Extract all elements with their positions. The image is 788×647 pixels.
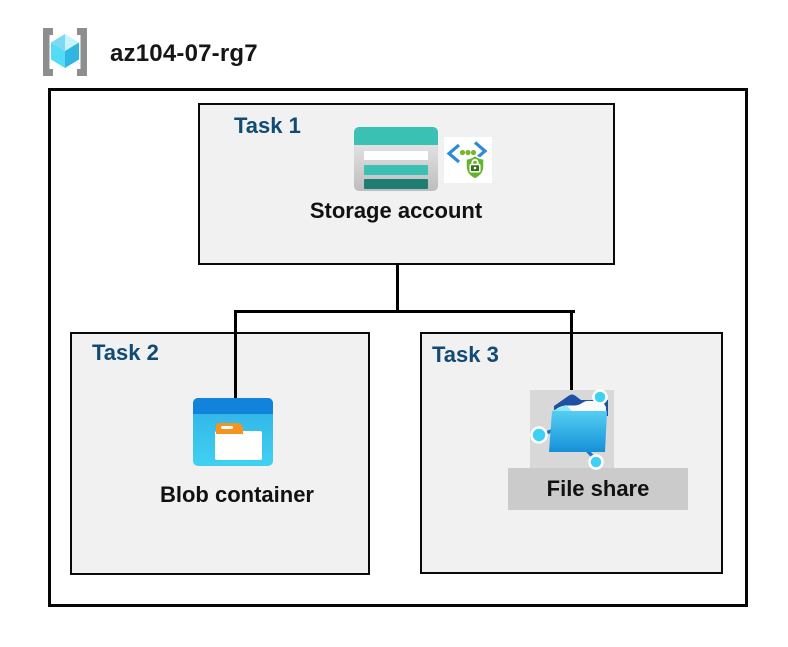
task1-label: Task 1 [234,113,301,138]
code-bracket-left [446,143,461,164]
network-dot-bottom [588,454,604,470]
network-dot-top [592,389,608,405]
storage-account-label: Storage account [309,198,483,223]
lock-shackle [471,158,479,165]
blob-container-label: Blob container [159,482,314,507]
file-share-label: File share [546,476,650,501]
connector-horizontal [234,310,575,313]
blob-container-icon [193,398,273,466]
storage-icon-row-teal [364,165,428,175]
blob-icon-folder-tab [216,423,243,434]
folder-front [549,411,607,452]
task3-label: Task 3 [432,342,499,367]
storage-icon-row-white [364,151,428,160]
resource-group-name: az104-07-rg7 [110,40,258,67]
task2-label: Task 2 [92,340,159,365]
storage-icon-top-band [354,127,438,145]
bracket-right [77,28,87,76]
resource-group-icon [43,28,87,76]
file-share-icon [530,389,608,470]
storage-icon-row-darkteal [364,179,428,189]
file-share-label-highlight: File share [508,468,688,510]
network-dot-left [530,426,548,444]
blob-icon-title-bar [193,398,273,414]
storage-account-icon [354,127,438,191]
connector-to-fileshare [570,310,573,390]
blob-icon-folder [215,431,262,460]
connector-storage-stem [396,263,399,313]
secure-access-icon [444,137,492,183]
connector-to-blob [234,310,237,399]
blob-icon-tab-slot [221,426,233,429]
bracket-left [43,28,53,76]
